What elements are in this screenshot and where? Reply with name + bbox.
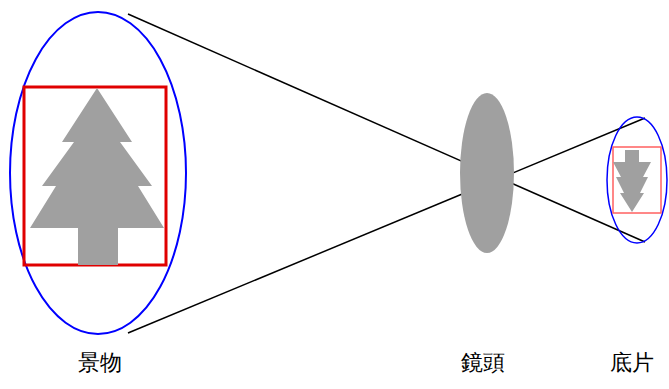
light-ray bbox=[128, 14, 645, 242]
inverted-tree bbox=[613, 150, 651, 212]
part-label: 鏡頭 bbox=[461, 350, 505, 376]
light-ray bbox=[128, 118, 645, 333]
part-label: 底片 bbox=[610, 350, 654, 376]
film-ellipse bbox=[607, 117, 667, 243]
part-label: 景物 bbox=[78, 350, 122, 376]
film-frame bbox=[613, 147, 661, 213]
lens bbox=[460, 93, 514, 253]
tree bbox=[30, 88, 164, 265]
scene-frame bbox=[24, 87, 166, 265]
scene-ellipse bbox=[10, 12, 186, 334]
